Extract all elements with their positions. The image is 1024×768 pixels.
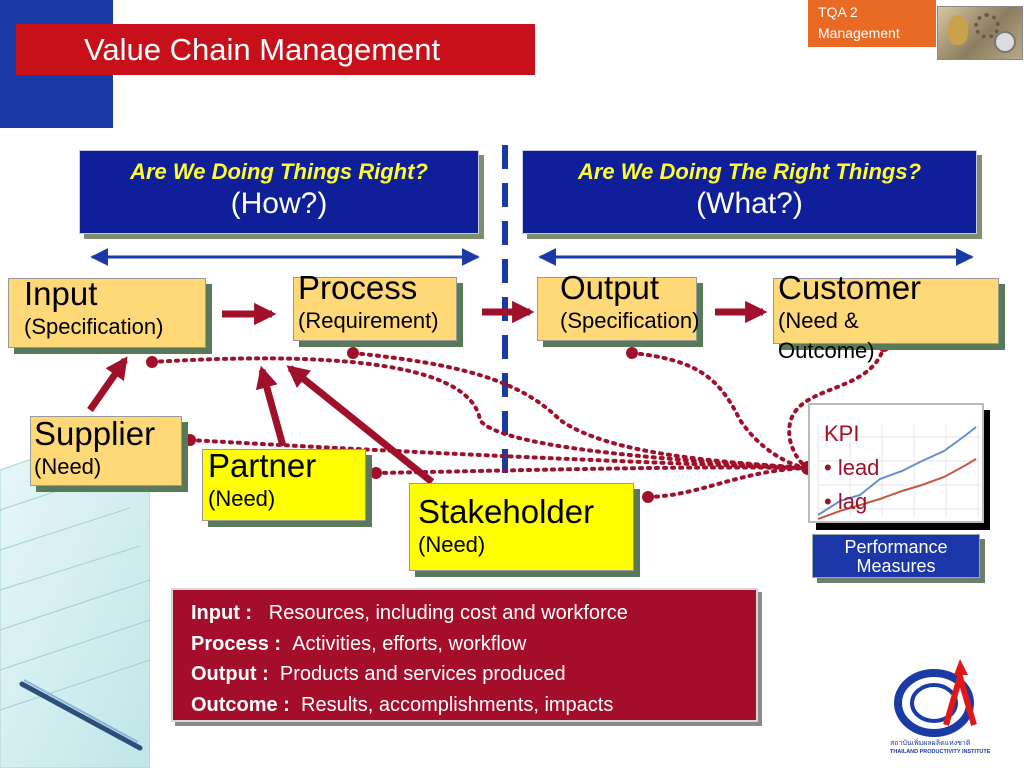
link-supplier-kpi [188, 438, 810, 470]
kpi-chart: KPI • lead • lag [808, 403, 984, 523]
tpi-logo: สถาบันเพิ่มผลผลิตแห่งชาติ THAILAND PRODU… [890, 659, 991, 755]
desc-outcome: Results, accomplishments, impacts [301, 693, 614, 716]
trophy-icon [948, 15, 968, 45]
link-output-kpi [630, 351, 810, 470]
term-output: Output : [191, 663, 269, 685]
dot-input [146, 356, 158, 368]
how-label: (How?) [230, 187, 328, 220]
performance-measures-box: Performance Measures [812, 534, 980, 578]
kpi-lead: • lead [824, 455, 880, 480]
input-node: Input (Specification) [24, 276, 163, 342]
link-stakeholder-kpi [646, 466, 810, 499]
arrow-stakeholder-process [286, 365, 435, 485]
tqa-badge-line2: Management [818, 25, 900, 41]
link-input-kpi [150, 356, 810, 470]
stakeholder-label: Stakeholder [418, 493, 595, 530]
process-label: Process [298, 269, 418, 306]
stakeholder-node: Stakeholder (Need) [418, 494, 594, 560]
input-label: Input [24, 275, 98, 312]
performance-label: Performance [844, 537, 948, 557]
page-title: Value Chain Management [84, 32, 441, 67]
link-partner-kpi [374, 465, 810, 475]
dot-output [626, 347, 638, 359]
partner-box [202, 449, 366, 521]
svg-text:สถาบันเพิ่มผลผลิตแห่งชาติ: สถาบันเพิ่มผลผลิตแห่งชาติ [890, 738, 971, 747]
what-label: (What?) [696, 187, 803, 220]
partner-sub: (Need) [208, 486, 276, 511]
dot-process [347, 347, 359, 359]
kpi-blue-line [817, 426, 977, 516]
partner-node: Partner (Need) [208, 448, 316, 514]
measures-label: Measures [856, 556, 936, 576]
definition-output: Output : Products and services produced [191, 659, 756, 690]
output-node: Output (Specification) [560, 270, 699, 336]
dot-partner [370, 467, 382, 479]
definition-input: Input : Resources, including cost and wo… [191, 598, 756, 629]
title-bar: Value Chain Management [16, 24, 535, 75]
definitions-panel: Input : Resources, including cost and wo… [171, 588, 758, 722]
tqa-gears-image [937, 6, 1023, 60]
tqa-badge: TQA 2 Management [808, 0, 936, 47]
customer-sub2: Outcome) [778, 338, 875, 363]
gear-icon [974, 13, 1000, 39]
definition-process: Process : Activities, efforts, workflow [191, 629, 756, 660]
input-sub: (Specification) [24, 314, 164, 339]
output-label: Output [560, 269, 660, 306]
input-box [8, 278, 206, 348]
kpi-lag: • lag [824, 489, 868, 514]
stakeholder-sub: (Need) [418, 532, 486, 557]
desc-output: Products and services produced [279, 663, 566, 685]
arrow-supplier-input [87, 356, 128, 413]
stakeholder-box [409, 483, 634, 571]
how-header: Are We Doing Things Right? (How?) [79, 150, 479, 234]
output-box [537, 277, 697, 341]
desc-input: Resources, including cost and workforce [268, 602, 628, 624]
customer-label: Customer [778, 269, 922, 306]
process-box [293, 277, 457, 341]
link-customer-kpi [787, 344, 886, 470]
supplier-sub: (Need) [34, 454, 102, 479]
kpi-trend-lines [817, 425, 980, 520]
supplier-label: Supplier [34, 415, 156, 452]
dot-supplier [184, 434, 196, 446]
customer-box [773, 278, 999, 344]
kpi-red-line [817, 458, 977, 520]
svg-text:THAILAND PRODUCTIVITY INSTITUT: THAILAND PRODUCTIVITY INSTITUTE [890, 749, 991, 755]
partner-label: Partner [208, 447, 317, 484]
gear-icon [994, 31, 1016, 53]
what-header: Are We Doing The Right Things? (What?) [522, 150, 977, 234]
customer-node: Customer (Need & Outcome) [778, 270, 921, 366]
definition-outcome: Outcome : Results, accomplishments, impa… [191, 690, 756, 721]
supplier-box [30, 416, 182, 486]
output-sub: (Specification) [560, 308, 700, 333]
desc-process: Activities, efforts, workflow [292, 632, 527, 655]
term-outcome: Outcome : [191, 693, 290, 716]
kpi-title: KPI [824, 421, 860, 446]
arrow-partner-process [255, 365, 287, 447]
term-process: Process : [191, 632, 282, 655]
process-sub: (Requirement) [298, 308, 439, 333]
process-node: Process (Requirement) [298, 270, 439, 336]
supplier-node: Supplier (Need) [34, 416, 155, 482]
what-question: Are We Doing The Right Things? [577, 159, 922, 184]
customer-sub1: (Need & [778, 308, 859, 333]
tqa-badge-line1: TQA 2 [818, 4, 858, 20]
how-question: Are We Doing Things Right? [130, 159, 428, 184]
term-input: Input : [191, 602, 253, 624]
link-process-kpi [351, 351, 810, 470]
dot-stakeholder [642, 491, 654, 503]
